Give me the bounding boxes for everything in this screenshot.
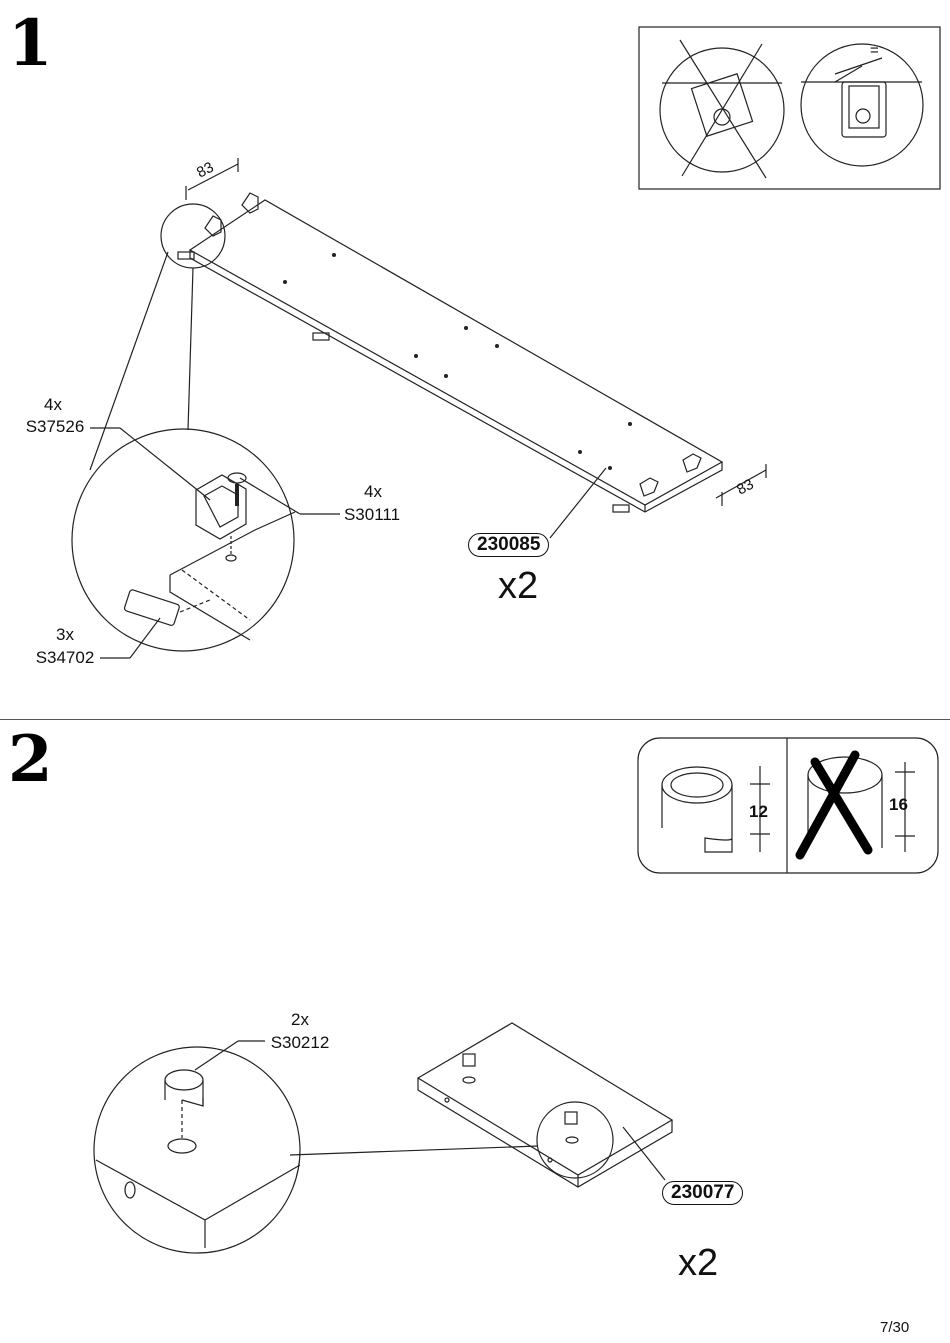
wrong-cross-icon <box>795 750 873 860</box>
part-code-s30212: S30212 <box>270 1033 330 1052</box>
part-qty-s30212: 2x <box>291 1010 309 1029</box>
bracket-alignment-detail <box>638 26 941 190</box>
step-2-number: 2 <box>8 722 53 797</box>
alignment-equal-mark: = <box>870 42 879 59</box>
long-panel-230085 <box>89 158 767 539</box>
cam-wrong-height: 16 <box>889 795 908 814</box>
cam-orientation-detail <box>637 737 939 874</box>
part-code-s30111: S30111 <box>343 505 401 524</box>
step-divider <box>0 719 950 720</box>
step-1-drawing: = <box>71 26 941 659</box>
bracket-magnified-detail <box>71 427 340 659</box>
part-code-s34702: S34702 <box>35 648 95 667</box>
part-qty-s37526: 4x <box>44 395 62 414</box>
step-1-number: 1 <box>8 6 53 81</box>
panel-quantity: x2 <box>498 565 539 607</box>
panel-code-badge: 230085 <box>468 533 550 557</box>
page-number: 7/30 <box>880 1319 910 1336</box>
panel-code-badge-2: 230077 <box>662 1181 744 1205</box>
panel-quantity-2: x2 <box>678 1242 719 1284</box>
part-code-s37526: S37526 <box>25 417 85 436</box>
dimension-top: 83 <box>194 159 217 182</box>
part-qty-s34702: 3x <box>56 625 74 644</box>
cam-magnified-detail <box>93 1040 301 1254</box>
part-qty-s30111: 4x <box>364 482 382 501</box>
dimension-right: 83 <box>734 476 757 499</box>
cam-ok-height: 12 <box>749 802 768 821</box>
short-panel-230077 <box>289 1022 674 1188</box>
